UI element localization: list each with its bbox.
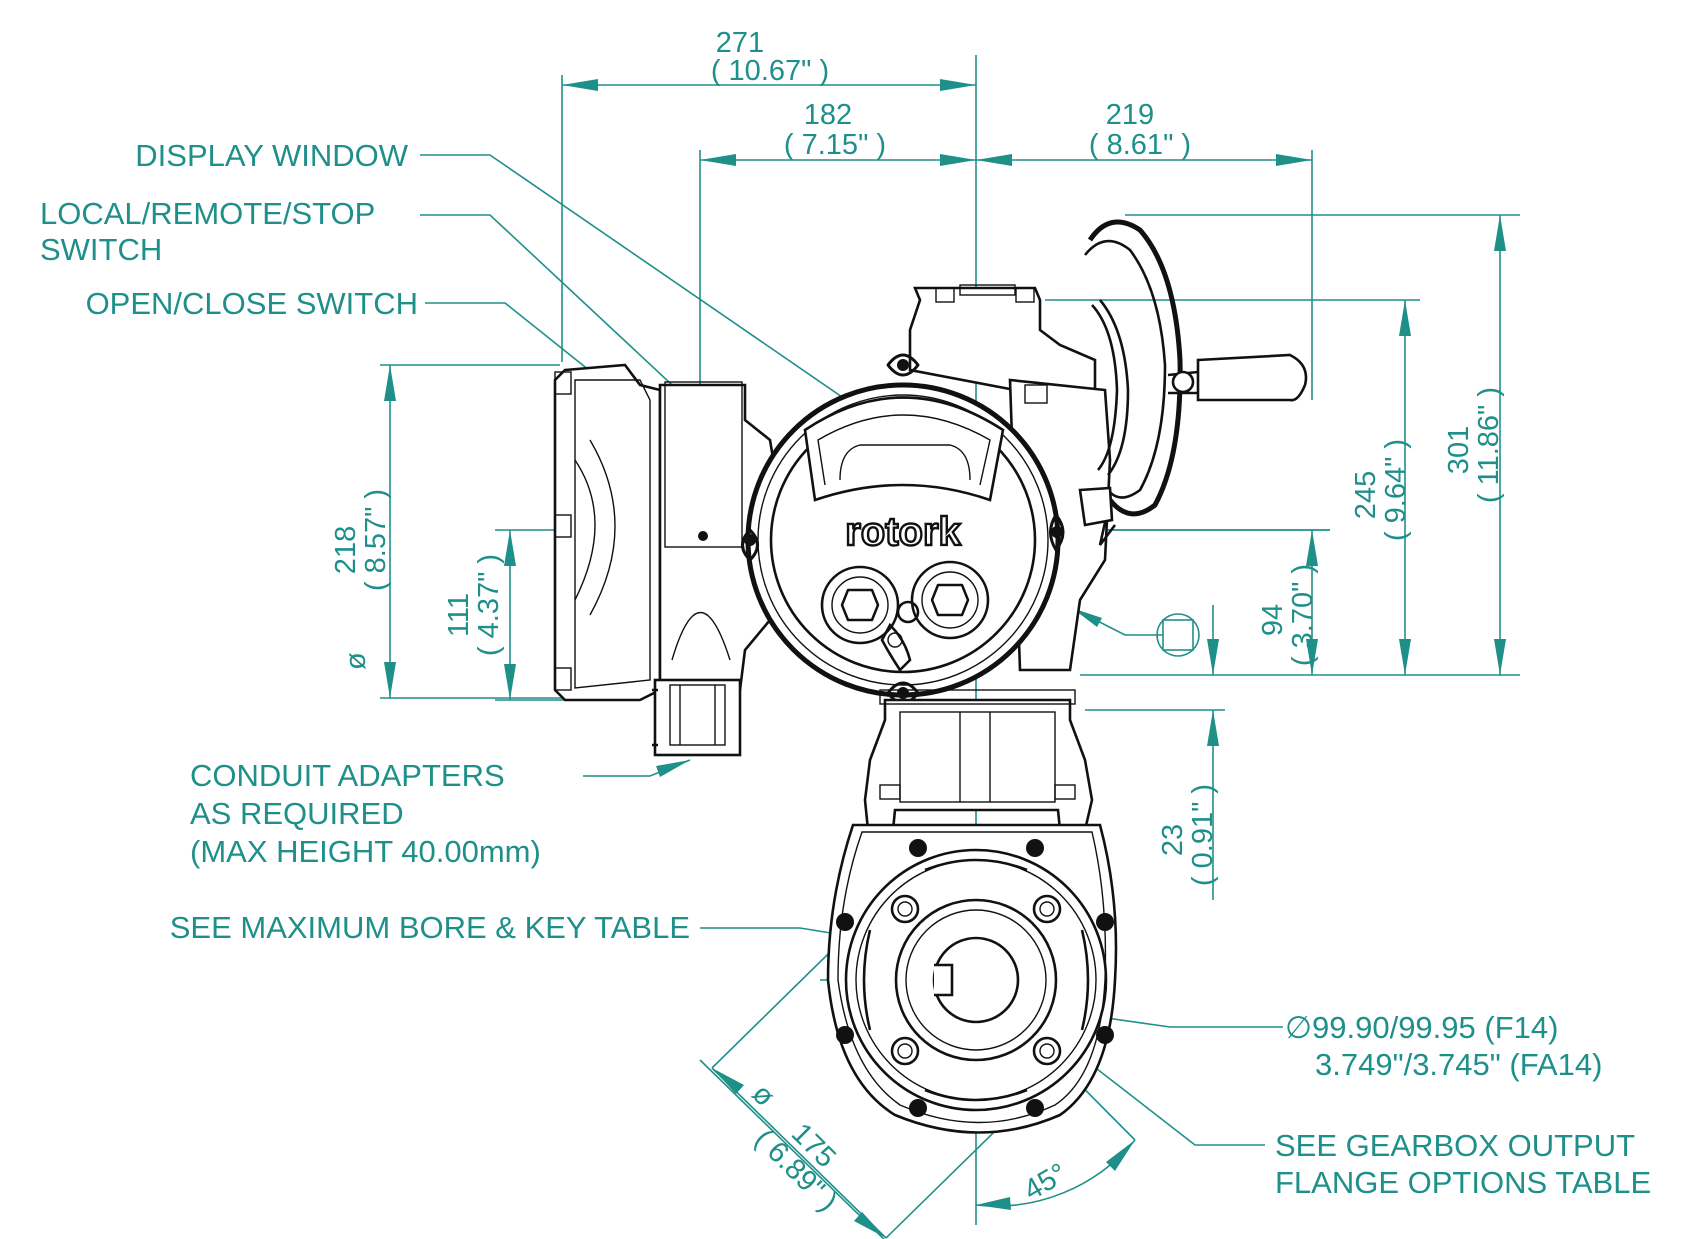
dim-94-mm: 94 — [1257, 604, 1289, 636]
label-max-height: (MAX HEIGHT 40.00mm) — [190, 834, 541, 869]
dim-23-mm: 23 — [1157, 824, 1189, 856]
dim-301-inch: ( 11.86" ) — [1473, 387, 1505, 503]
label-gearbox-output: SEE GEARBOX OUTPUT — [1275, 1128, 1635, 1163]
label-conduit-adapters: CONDUIT ADAPTERS — [190, 758, 505, 793]
dim-182-mm: 182 — [804, 99, 852, 131]
label-local-remote-stop-switch: SWITCH — [40, 232, 162, 267]
dim-218-prefix: ø — [340, 652, 372, 670]
dim-94-inch: ( 3.70" ) — [1287, 564, 1319, 666]
label-flange-options-table: FLANGE OPTIONS TABLE — [1275, 1165, 1651, 1200]
dim-218-inch: ( 8.57" ) — [360, 489, 392, 591]
dim-245-mm: 245 — [1350, 471, 1382, 519]
dim-175-prefix: ø — [746, 1078, 781, 1113]
dim-45-angle: 45° — [1019, 1157, 1073, 1207]
label-as-required: AS REQUIRED — [190, 796, 404, 831]
dim-219-mm: 219 — [1106, 99, 1154, 131]
dim-23-inch: ( 0.91" ) — [1187, 784, 1219, 886]
dim-271-inch: ( 10.67" ) — [711, 55, 829, 87]
label-display-window: DISPLAY WINDOW — [135, 138, 408, 173]
dim-218-mm: 218 — [330, 526, 362, 574]
dim-182-inch: ( 7.15" ) — [784, 129, 886, 161]
dim-111-inch: ( 4.37" ) — [473, 554, 505, 656]
label-local-remote-stop: LOCAL/REMOTE/STOP — [40, 196, 375, 231]
label-bore-key-table: SEE MAXIMUM BORE & KEY TABLE — [170, 910, 690, 945]
brand-logo: rotork — [845, 510, 961, 554]
label-open-close-switch: OPEN/CLOSE SWITCH — [86, 286, 418, 321]
actuator-body: rotork — [553, 219, 1308, 1134]
dim-301-mm: 301 — [1443, 426, 1475, 474]
label-flange-diameter-inch: 3.749"/3.745" (FA14) — [1315, 1047, 1602, 1082]
callout-labels: DISPLAY WINDOW LOCAL/REMOTE/STOP SWITCH … — [40, 138, 1651, 1200]
dim-111-mm: 111 — [443, 593, 475, 637]
dim-271-mm: 271 — [716, 27, 764, 59]
dim-245-inch: ( 9.64" ) — [1380, 439, 1412, 541]
dim-219-inch: ( 8.61" ) — [1089, 129, 1191, 161]
label-flange-diameter: ∅99.90/99.95 (F14) — [1285, 1010, 1558, 1045]
